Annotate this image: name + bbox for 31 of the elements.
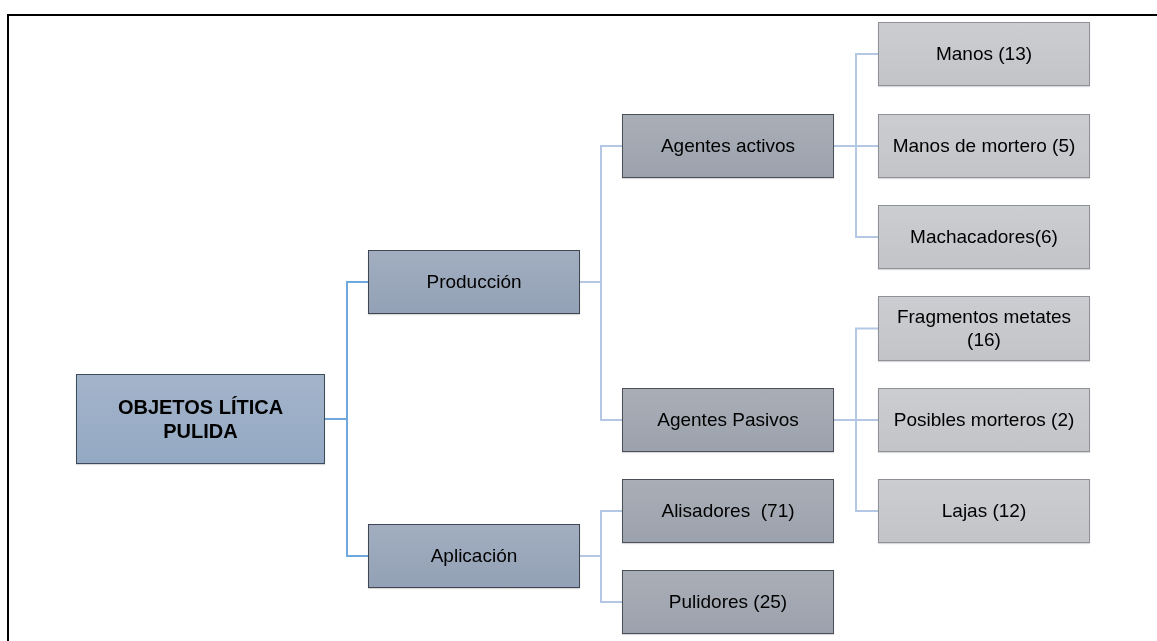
category-box xyxy=(368,524,580,588)
category-box xyxy=(878,479,1090,543)
category-label: Manos (13) xyxy=(935,42,1033,66)
category-label: Fragmentos metates (16) xyxy=(895,305,1073,352)
category-label: Producción xyxy=(426,270,522,294)
connector-line xyxy=(579,281,623,421)
category-box xyxy=(878,388,1090,452)
category-label: Agentes activos xyxy=(660,134,796,158)
category-label: Aplicación xyxy=(430,544,518,568)
connector-line xyxy=(833,419,879,512)
category-box xyxy=(622,114,834,178)
category-label: Machacadores(6) xyxy=(910,225,1058,249)
category-label: OBJETOS LÍTICA PULIDA xyxy=(116,395,285,443)
category-box xyxy=(368,250,580,314)
category-box xyxy=(622,479,834,543)
category-box xyxy=(878,205,1090,269)
category-label: Manos de mortero (5) xyxy=(892,134,1076,158)
category-label: Posibles morteros (2) xyxy=(893,408,1075,432)
category-label: Alisadores (71) xyxy=(661,499,795,523)
category-box xyxy=(878,114,1090,178)
category-box xyxy=(878,296,1090,361)
category-box xyxy=(622,570,834,634)
category-label: Pulidores (25) xyxy=(668,590,788,614)
connector-line xyxy=(579,555,623,603)
category-box xyxy=(622,388,834,452)
connector-line xyxy=(833,145,879,238)
connector-line xyxy=(324,418,369,557)
category-label: Agentes Pasivos xyxy=(657,408,799,432)
category-box xyxy=(878,22,1090,86)
category-box xyxy=(76,374,325,464)
category-label: Lajas (12) xyxy=(941,499,1027,523)
